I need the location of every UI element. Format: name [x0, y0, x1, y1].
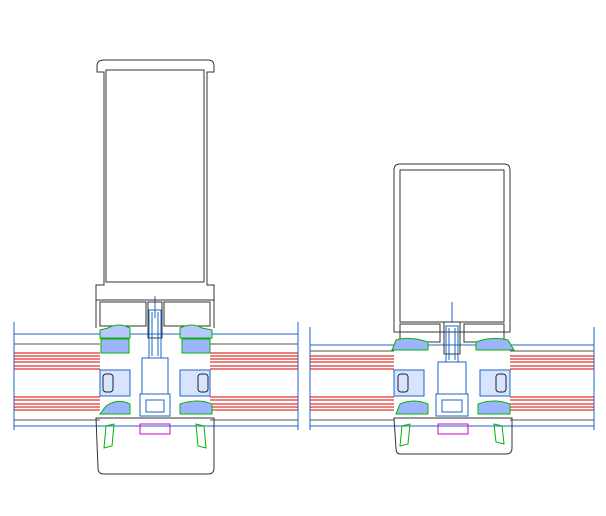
axis-lines-right [309, 302, 595, 430]
center-bolt-right [435, 325, 469, 417]
axis-lines-left [13, 296, 299, 430]
spacers-left [99, 369, 211, 397]
gaskets-left [99, 324, 213, 415]
pressure-cap-right [393, 417, 513, 455]
gaskets-right [391, 337, 515, 415]
short-mullion-section [309, 163, 595, 455]
mullion-profile-right [393, 163, 511, 355]
spacers-right [393, 369, 511, 397]
center-bolt-left [139, 309, 171, 417]
tall-mullion-section [13, 59, 299, 475]
glass-edges-right [310, 350, 594, 421]
glass-panes-right [310, 355, 594, 411]
glass-edges-left [14, 343, 298, 421]
glass-panes-left [14, 352, 298, 411]
pressure-cap-left [95, 417, 215, 475]
